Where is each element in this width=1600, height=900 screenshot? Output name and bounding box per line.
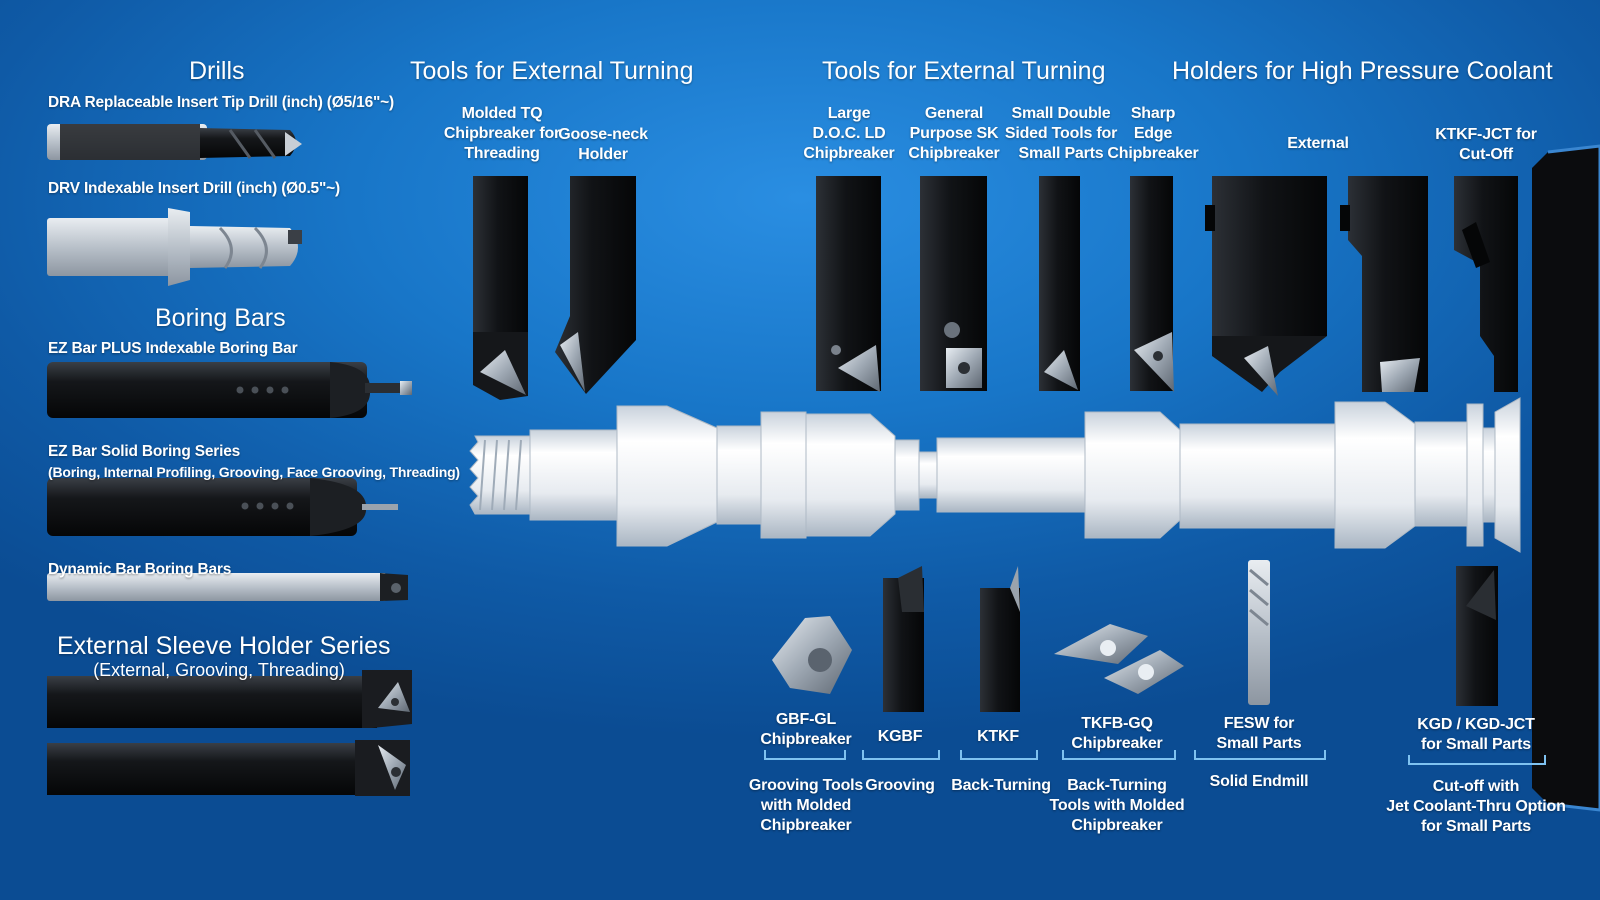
tool-small-double	[1039, 176, 1080, 391]
tool-goose-neck	[555, 176, 636, 394]
label-ez-bar-plus: EZ Bar PLUS Indexable Boring Bar	[48, 340, 298, 357]
tool-fesw-endmill	[1248, 560, 1270, 705]
heading-drills: Drills	[189, 57, 245, 85]
tool-kgd	[1456, 566, 1498, 706]
sleeve-holder-subtitle: (External, Grooving, Threading)	[93, 660, 345, 680]
label-dynamic-bar: Dynamic Bar Boring Bars	[48, 561, 232, 578]
desc-kgbf: Grooving	[865, 777, 935, 794]
tool-general-sk	[920, 176, 987, 391]
bracket-kgbf	[862, 750, 940, 760]
heading-high-pressure-coolant: Holders for High Pressure Coolant	[1172, 57, 1553, 85]
heading-sleeve-holder: External Sleeve Holder Series	[57, 632, 391, 660]
label-drv-drill: DRV Indexable Insert Drill (inch) (Ø0.5"…	[48, 180, 340, 197]
tool-tkfb-gq-inserts	[1054, 624, 1184, 694]
bracket-fesw	[1194, 750, 1326, 760]
label-dra-drill: DRA Replaceable Insert Tip Drill (inch) …	[48, 94, 394, 111]
caption-coolant-external: External	[1287, 135, 1349, 152]
ez-bar-solid	[47, 478, 398, 536]
drv-drill	[47, 208, 302, 286]
bracket-tkfb-gq	[1062, 750, 1176, 760]
desc-ktkf: Back-Turning	[951, 777, 1051, 794]
tool-coolant-external-2	[1340, 176, 1428, 392]
heading-external-turning-right: Tools for External Turning	[822, 57, 1106, 85]
heading-external-turning-left: Tools for External Turning	[410, 57, 694, 85]
tool-large-doc	[816, 176, 881, 392]
dra-drill	[47, 124, 302, 160]
dynamic-bar	[47, 573, 408, 601]
ez-bar-plus	[47, 362, 412, 418]
bracket-ktkf	[960, 750, 1038, 760]
bracket-kgd	[1408, 755, 1546, 765]
tool-coolant-external-1	[1205, 176, 1327, 396]
chuck	[1532, 144, 1600, 812]
tool-sharp-edge	[1130, 176, 1174, 392]
caption-kgbf: KGBF	[877, 728, 923, 745]
sleeve-holder-2	[47, 740, 410, 796]
tool-ktkf	[980, 566, 1020, 712]
tool-kgbf	[883, 566, 924, 712]
tool-gbf-gl-insert	[772, 616, 852, 694]
caption-ktkf: KTKF	[977, 728, 1019, 745]
tool-molded-tq	[473, 176, 528, 400]
workpiece-shaft	[469, 397, 1521, 553]
desc-fesw: Solid Endmill	[1209, 773, 1309, 790]
tool-ktkf-jct	[1454, 176, 1518, 392]
label-ez-bar-solid: EZ Bar Solid Boring Series	[48, 443, 241, 460]
label-ez-bar-solid-sub: (Boring, Internal Profiling, Grooving, F…	[48, 464, 460, 480]
sleeve-holder-1	[47, 670, 412, 728]
bracket-gbf-gl	[764, 750, 846, 760]
heading-boring-bars: Boring Bars	[155, 304, 286, 332]
